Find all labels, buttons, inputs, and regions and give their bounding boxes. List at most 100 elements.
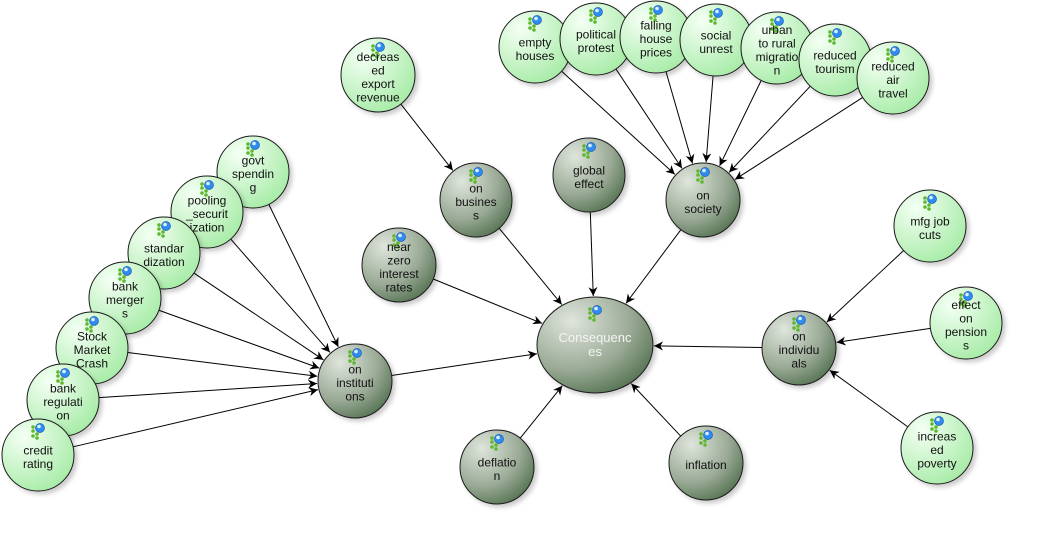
- node-inflation[interactable]: inflation: [668, 425, 744, 501]
- edge-decreased_export-to-on_business: [400, 103, 454, 171]
- node-label-line: on: [792, 330, 805, 344]
- edge-pooling-to-on_institutions: [230, 238, 331, 353]
- node-shape[interactable]: [340, 37, 416, 113]
- topic-icon[interactable]: [200, 180, 214, 197]
- node-shape[interactable]: [668, 425, 744, 501]
- topic-icon[interactable]: [392, 232, 406, 249]
- node-shape[interactable]: [665, 162, 741, 238]
- node-shape[interactable]: [361, 227, 437, 303]
- node-label-line: dization: [143, 255, 184, 269]
- node-label-line: rates: [386, 280, 413, 294]
- topic-icon[interactable]: [699, 430, 713, 447]
- node-label-line: unrest: [699, 42, 733, 56]
- edge-reduced_tourism-to-on_society: [728, 85, 811, 173]
- node-label-line: n: [774, 63, 781, 77]
- node-label-line: individu: [779, 343, 820, 357]
- topic-icon[interactable]: [31, 423, 45, 440]
- topic-icon[interactable]: [930, 416, 944, 433]
- node-label-line: protest: [578, 41, 615, 55]
- topic-icon[interactable]: [588, 305, 602, 322]
- node-shape[interactable]: [929, 286, 1003, 360]
- topic-icon[interactable]: [589, 7, 603, 24]
- topic-icon[interactable]: [959, 291, 973, 308]
- node-shape[interactable]: [893, 189, 967, 263]
- node-shape[interactable]: [856, 41, 930, 115]
- node-shape[interactable]: [439, 162, 513, 238]
- node-shape[interactable]: [536, 296, 654, 394]
- node-label-line: interest: [379, 267, 419, 281]
- node-shape[interactable]: [761, 310, 837, 386]
- edge-political_protest-to-on_society: [615, 68, 683, 169]
- topic-icon[interactable]: [770, 16, 784, 33]
- edge-effect_pensions-to-on_individuals: [836, 327, 931, 346]
- topic-icon[interactable]: [118, 266, 132, 283]
- node-label-line: bank: [112, 280, 139, 294]
- node-label-line: govt: [242, 154, 265, 168]
- node-shape[interactable]: [1, 418, 75, 492]
- node-shape[interactable]: [459, 429, 535, 505]
- topic-icon[interactable]: [246, 140, 260, 157]
- topic-icon[interactable]: [490, 434, 504, 451]
- node-label-line: poverty: [917, 457, 956, 471]
- edge-govt_spending-to-on_institutions: [268, 204, 339, 348]
- topic-icon[interactable]: [709, 8, 723, 25]
- node-label-line: tourism: [815, 62, 854, 76]
- topic-icon[interactable]: [371, 42, 385, 59]
- node-shape[interactable]: [317, 343, 393, 419]
- node-label-line: zero: [387, 253, 411, 267]
- node-label-line: credit: [23, 443, 53, 457]
- topic-icon[interactable]: [469, 167, 483, 184]
- topic-icon[interactable]: [582, 142, 596, 159]
- node-shape[interactable]: [900, 411, 974, 485]
- topic-icon[interactable]: [348, 348, 362, 365]
- node-label-line: to rural: [758, 36, 795, 50]
- topic-icon[interactable]: [923, 194, 937, 211]
- topic-icon[interactable]: [696, 167, 710, 184]
- node-shape[interactable]: [552, 137, 626, 213]
- node-label-line: Consequenc: [559, 330, 632, 345]
- node-label-line: decreas: [357, 50, 400, 64]
- topic-icon[interactable]: [886, 46, 900, 63]
- node-label-line: migratio: [756, 50, 799, 64]
- edge-credit_rating-to-on_institutions: [72, 387, 319, 448]
- node-label-line: reduced: [813, 48, 856, 62]
- topic-icon[interactable]: [157, 221, 171, 238]
- node-label-line: social: [701, 28, 732, 42]
- node-label-line: instituti: [336, 376, 373, 390]
- topic-icon[interactable]: [528, 15, 542, 32]
- edge-on_institutions-to-consequences: [391, 350, 538, 377]
- topic-icon[interactable]: [56, 368, 70, 385]
- node-label-line: on: [348, 363, 361, 377]
- edge-on_society-to-consequences: [625, 229, 682, 304]
- topic-icon[interactable]: [828, 28, 842, 45]
- node-label-line: rating: [23, 457, 53, 471]
- topic-icon[interactable]: [649, 5, 663, 22]
- nodes: oninstitutionsonbusinessglobaleffectonso…: [1, 0, 1003, 505]
- topic-icon[interactable]: [85, 316, 99, 333]
- topic-icon[interactable]: [792, 315, 806, 332]
- node-label-line: empty: [519, 35, 552, 49]
- edge-stock_crash-to-on_institutions: [127, 351, 318, 380]
